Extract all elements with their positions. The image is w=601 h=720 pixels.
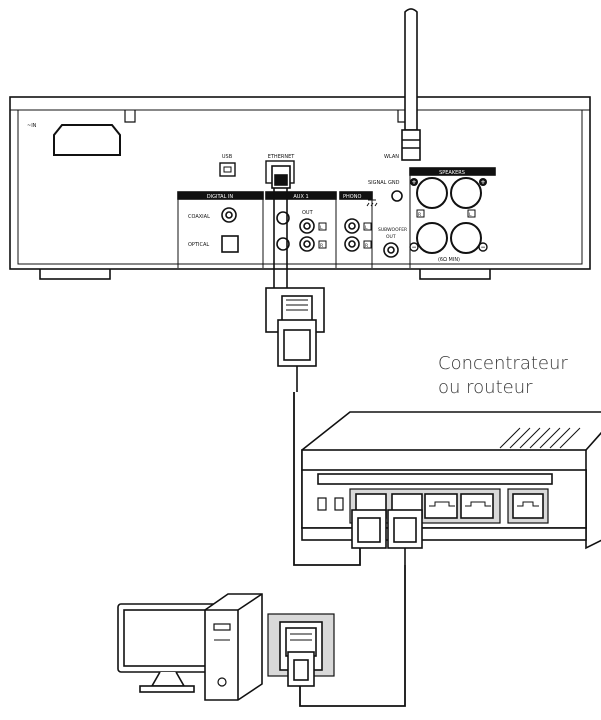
aux-l-label: L bbox=[320, 225, 323, 231]
min-impedance-label: (6Ω MIN) bbox=[438, 257, 460, 263]
speaker-terminal-l-minus bbox=[450, 222, 482, 254]
plus-mark-r: + bbox=[411, 179, 416, 186]
wlan-antenna bbox=[401, 8, 421, 161]
phono-label: PHONO bbox=[343, 194, 361, 200]
signal-gnd-terminal bbox=[391, 190, 403, 202]
coaxial-label: COAXIAL bbox=[188, 214, 210, 220]
aux-out-l-jack bbox=[299, 218, 315, 234]
amplifier-rear-panel bbox=[9, 96, 591, 280]
ethernet-cable-amp-to-hub bbox=[265, 165, 361, 566]
ethernet-label: ETHERNET bbox=[268, 154, 296, 160]
speakers-label: SPEAKERS bbox=[439, 170, 465, 176]
ac-inlet bbox=[53, 124, 121, 156]
aux1-label: AUX 1 bbox=[293, 194, 308, 200]
speaker-l-label: L bbox=[469, 212, 472, 218]
hub-caption-line2: ou routeur bbox=[438, 377, 533, 398]
optical-label: OPTICAL bbox=[188, 242, 209, 248]
plus-mark-l: + bbox=[480, 179, 485, 186]
hub-ethernet-plugs bbox=[351, 493, 423, 565]
speaker-terminal-r-minus bbox=[416, 222, 448, 254]
phono-l-label: L bbox=[365, 225, 368, 231]
phono-r-jack bbox=[344, 236, 360, 252]
aux-r-label: R bbox=[320, 243, 323, 249]
aux-out-label: OUT bbox=[302, 210, 314, 216]
pc-tower bbox=[204, 593, 263, 701]
speaker-terminal-l-plus bbox=[450, 177, 482, 209]
subwoofer-out-label: OUT bbox=[386, 234, 396, 240]
phono-r-label: R bbox=[365, 243, 368, 249]
subwoofer-out-jack bbox=[383, 242, 399, 258]
hub-led-2 bbox=[334, 497, 344, 511]
optical-port bbox=[221, 235, 239, 253]
hub-router bbox=[301, 411, 601, 550]
usb-port bbox=[219, 162, 236, 177]
hub-caption: Concentrateur ou routeur bbox=[438, 352, 568, 400]
subwoofer-label: SUBWOOFER bbox=[378, 227, 407, 233]
hub-caption-line1: Concentrateur bbox=[438, 353, 568, 374]
hub-led-1 bbox=[317, 497, 327, 511]
digital-in-label: DIGITAL IN bbox=[207, 194, 234, 200]
speaker-terminal-r-plus bbox=[416, 177, 448, 209]
aux-out-r-jack bbox=[299, 236, 315, 252]
speaker-r-label: R bbox=[418, 212, 421, 218]
wlan-label: WLAN bbox=[384, 154, 399, 160]
coaxial-jack bbox=[221, 207, 237, 223]
signal-gnd-label: SIGNAL GND bbox=[368, 180, 400, 186]
usb-label: USB bbox=[222, 154, 233, 160]
phono-l-jack bbox=[344, 218, 360, 234]
ac-in-label: ~IN bbox=[27, 123, 37, 129]
minus-mark-l: − bbox=[480, 244, 485, 251]
computer bbox=[117, 565, 406, 707]
minus-mark-r: − bbox=[411, 244, 416, 251]
